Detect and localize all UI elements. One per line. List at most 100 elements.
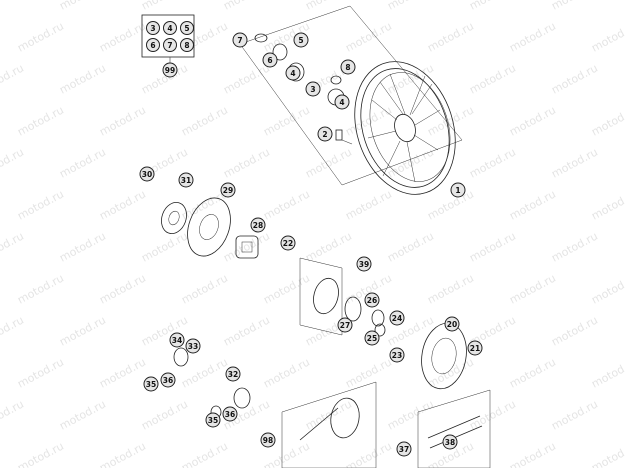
watermark-text: motod.ru — [343, 355, 394, 390]
watermark-text: motod.ru — [0, 61, 26, 96]
watermark-text: motod.ru — [261, 355, 312, 390]
watermark-text: motod.ru — [425, 187, 476, 222]
svg-text:23: 23 — [392, 351, 402, 360]
watermark-text: motod.ru — [97, 187, 148, 222]
watermark-text: motod.ru — [0, 145, 26, 180]
brake-disc — [161, 197, 231, 257]
watermark-text: motod.ru — [57, 229, 108, 264]
part-callout-39: 39 — [356, 256, 372, 272]
part-callout-4: 4 — [334, 94, 350, 110]
svg-text:4: 4 — [339, 98, 344, 107]
watermark-text: motod.ru — [97, 355, 148, 390]
watermark-text: motod.ru — [589, 103, 625, 138]
watermark-text: motod.ru — [15, 103, 66, 138]
part-callout-36: 36 — [160, 372, 176, 388]
svg-text:33: 33 — [188, 342, 198, 351]
svg-text:3: 3 — [150, 24, 155, 33]
svg-text:22: 22 — [283, 239, 293, 248]
watermark-text: motod.ru — [385, 0, 436, 13]
watermark-text: motod.ru — [221, 313, 272, 348]
part-callout-37: 37 — [396, 441, 412, 457]
watermark-text: motod.ru — [97, 103, 148, 138]
part-callout-24: 24 — [389, 310, 405, 326]
svg-text:25: 25 — [367, 334, 377, 343]
watermark-text: motod.ru — [549, 229, 600, 264]
watermark-text: motod.ru — [343, 439, 394, 468]
part-callout-34: 34 — [169, 332, 185, 348]
watermark-text: motod.ru — [385, 145, 436, 180]
kit-item-callout: 8 — [180, 38, 194, 52]
kit-item-callout: 4 — [163, 21, 177, 35]
kit-item-callout: 3 — [146, 21, 160, 35]
svg-text:6: 6 — [267, 56, 272, 65]
watermark-text: motod.ru — [57, 313, 108, 348]
part-callout-1: 1 — [450, 182, 466, 198]
svg-text:36: 36 — [225, 410, 235, 419]
part-callout-29: 29 — [220, 182, 236, 198]
part-callout-32: 32 — [225, 366, 241, 382]
watermark-text: motod.ru — [589, 355, 625, 390]
watermark-text: motod.ru — [549, 0, 600, 13]
svg-text:35: 35 — [146, 380, 156, 389]
watermark-text: motod.ru — [385, 397, 436, 432]
svg-text:4: 4 — [167, 24, 172, 33]
part-callout-38: 38 — [442, 434, 458, 450]
watermark-text: motod.ru — [385, 229, 436, 264]
svg-text:29: 29 — [223, 186, 233, 195]
svg-text:7: 7 — [237, 36, 242, 45]
watermark-text: motod.ru — [467, 0, 518, 13]
watermark-text: motod.ru — [507, 271, 558, 306]
part-callout-30: 30 — [139, 166, 155, 182]
part-callout-8: 8 — [340, 59, 356, 75]
watermark-text: motod.ru — [261, 187, 312, 222]
watermark-text: motod.ru — [221, 229, 272, 264]
watermark-text: motod.ru — [221, 145, 272, 180]
svg-text:8: 8 — [184, 41, 189, 50]
kit-item-callout: 6 — [146, 38, 160, 52]
svg-text:27: 27 — [340, 321, 350, 330]
watermark-text: motod.ru — [549, 145, 600, 180]
svg-text:5: 5 — [184, 24, 189, 33]
watermark-text: motod.ru — [221, 61, 272, 96]
part-callout-33: 33 — [185, 338, 201, 354]
watermark-text: motod.ru — [57, 397, 108, 432]
part-callout-35: 35 — [143, 376, 159, 392]
watermark-text: motod.ru — [57, 61, 108, 96]
watermark-text: motod.ru — [97, 271, 148, 306]
callout-layer: 1234567842021222324252627282930313233343… — [139, 32, 483, 457]
svg-text:26: 26 — [367, 296, 377, 305]
watermark-text: motod.ru — [549, 61, 600, 96]
chain-kit-box — [281, 381, 377, 468]
svg-text:34: 34 — [172, 336, 182, 345]
part-callout-35: 35 — [205, 412, 221, 428]
svg-text:3: 3 — [310, 85, 315, 94]
watermark-text: motod.ru — [467, 229, 518, 264]
part-callout-5: 5 — [293, 32, 309, 48]
svg-text:24: 24 — [392, 314, 402, 323]
watermark-text: motod.ru — [507, 355, 558, 390]
cush-drive — [235, 235, 386, 337]
part-callout-2: 2 — [317, 126, 333, 142]
svg-text:7: 7 — [167, 41, 172, 50]
part-callout-22: 22 — [280, 235, 296, 251]
part-callout-3: 3 — [305, 81, 321, 97]
svg-text:2: 2 — [322, 130, 327, 139]
svg-text:98: 98 — [263, 436, 273, 445]
watermark-text: motod.ru — [15, 187, 66, 222]
watermark-text: motod.ru — [507, 19, 558, 54]
watermark-text: motod.ru — [139, 0, 190, 13]
part-callout-31: 31 — [178, 172, 194, 188]
watermark-text: motod.ru — [303, 145, 354, 180]
part-callout-25: 25 — [364, 330, 380, 346]
svg-text:20: 20 — [447, 320, 457, 329]
watermark-text: motod.ru — [15, 271, 66, 306]
watermark-text: motod.ru — [179, 103, 230, 138]
watermark-text: motod.ru — [97, 19, 148, 54]
part-callout-7: 7 — [232, 32, 248, 48]
watermark-text: motod.ru — [139, 397, 190, 432]
part-callout-28: 28 — [250, 217, 266, 233]
watermark-text: motod.ru — [467, 61, 518, 96]
watermark-text: motod.ru — [549, 313, 600, 348]
